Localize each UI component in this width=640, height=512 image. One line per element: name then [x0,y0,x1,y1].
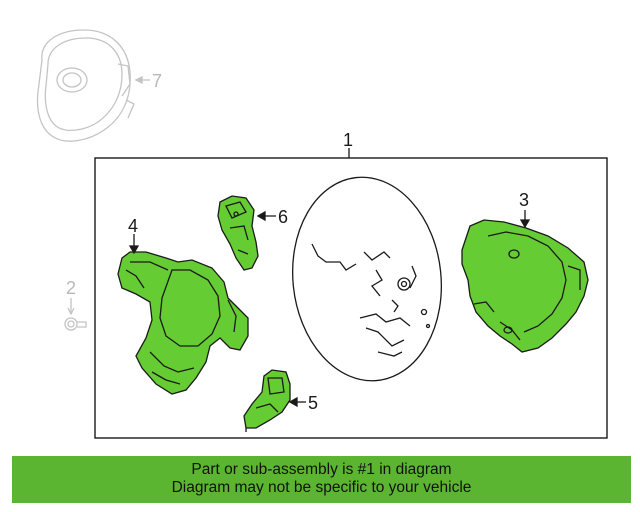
part-3-leader [519,210,531,229]
callout-3: 3 [519,190,529,210]
callout-2: 2 [66,278,76,298]
part-5-leader [288,396,306,408]
part-4-leader [128,234,140,255]
callout-7: 7 [152,71,162,91]
info-banner: Part or sub-assembly is #1 in diagram Di… [12,456,631,503]
part-3-rear-cover [461,219,589,353]
assembly-box [94,157,608,439]
callout-6: 6 [278,207,288,227]
callout-4: 4 [128,216,138,236]
banner-line-1: Part or sub-assembly is #1 in diagram [191,461,452,478]
part-5-switch [243,369,291,432]
part-6-leader [256,210,276,222]
part-6-switch [217,195,259,271]
callout-1: 1 [343,130,353,150]
steering-wheel-outline [291,176,443,382]
part-7-airbag [36,29,135,142]
callout-5: 5 [308,393,318,413]
part-7-leader [134,75,150,85]
part-2-bolt [64,298,87,331]
banner-line-2: Diagram may not be specific to your vehi… [171,479,472,496]
parts-diagram: 7 2 1 3 [36,29,608,439]
part-4-front-cover [117,251,249,395]
